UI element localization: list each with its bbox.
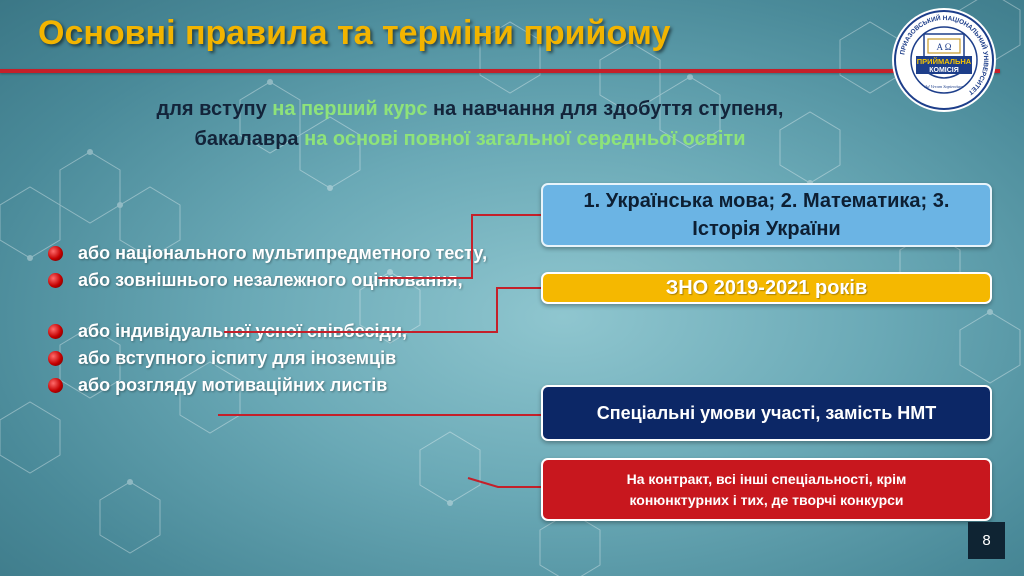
subjects-box: 1. Українська мова; 2. Математика; 3. Іс… <box>541 183 992 247</box>
admission-methods-list: або національного мультипредметного тест… <box>48 240 508 399</box>
subtitle-highlight: на основі повної загальної середньої осв… <box>304 128 746 150</box>
bullet-dot-icon <box>48 273 63 288</box>
title-underline <box>0 69 1000 73</box>
bullet-dot-icon <box>48 246 63 261</box>
svg-text:КОМІСІЯ: КОМІСІЯ <box>929 67 959 74</box>
svg-text:ПРИЙМАЛЬНА: ПРИЙМАЛЬНА <box>917 57 972 66</box>
list-item: або індивідуальної усної співбесіди, <box>48 318 508 345</box>
subtitle-text: на навчання для здобуття ступеня, <box>427 98 784 120</box>
list-item-text: або зовнішнього незалежного оцінювання, <box>78 270 463 290</box>
list-item-text: або національного мультипредметного тест… <box>78 243 488 263</box>
svg-text:A Ω: A Ω <box>937 42 952 52</box>
subtitle: для вступу на перший курс на навчання дл… <box>40 94 900 154</box>
special-conditions-box: Спеціальні умови участі, замість НМТ <box>541 385 992 441</box>
subtitle-line-2: бакалавра на основі повної загальної сер… <box>40 124 900 154</box>
subtitle-line-1: для вступу на перший курс на навчання дл… <box>40 94 900 124</box>
list-item: або вступного іспиту для іноземців <box>48 345 508 372</box>
list-item-text: або індивідуальної усної співбесіди, <box>78 321 408 341</box>
subtitle-text: бакалавра <box>194 128 305 150</box>
subtitle-text: для вступу <box>156 98 273 120</box>
list-item-text: або розгляду мотиваційних листів <box>78 375 388 395</box>
list-item: або розгляду мотиваційних листів <box>48 372 508 399</box>
bullet-dot-icon <box>48 378 63 393</box>
bullet-dot-icon <box>48 351 63 366</box>
bullet-dot-icon <box>48 324 63 339</box>
slide-title: Основні правила та терміни прийому <box>38 14 671 52</box>
list-item: або національного мультипредметного тест… <box>48 240 508 267</box>
list-item: або зовнішнього незалежного оцінювання, <box>48 267 508 294</box>
svg-text:Ad Veram Sapientiam: Ad Veram Sapientiam <box>924 84 965 89</box>
admission-committee-logo: ПРИАЗОВСЬКИЙ НАЦІОНАЛЬНИЙ УНІВЕРСИТЕТ A … <box>892 8 996 112</box>
page-number: 8 <box>968 522 1005 559</box>
subtitle-highlight: на перший курс <box>272 98 428 120</box>
contract-box: На контракт, всі інші спеціальності, крі… <box>541 458 992 521</box>
list-item-text: або вступного іспиту для іноземців <box>78 348 397 368</box>
zno-years-box: ЗНО 2019-2021 років <box>541 272 992 304</box>
